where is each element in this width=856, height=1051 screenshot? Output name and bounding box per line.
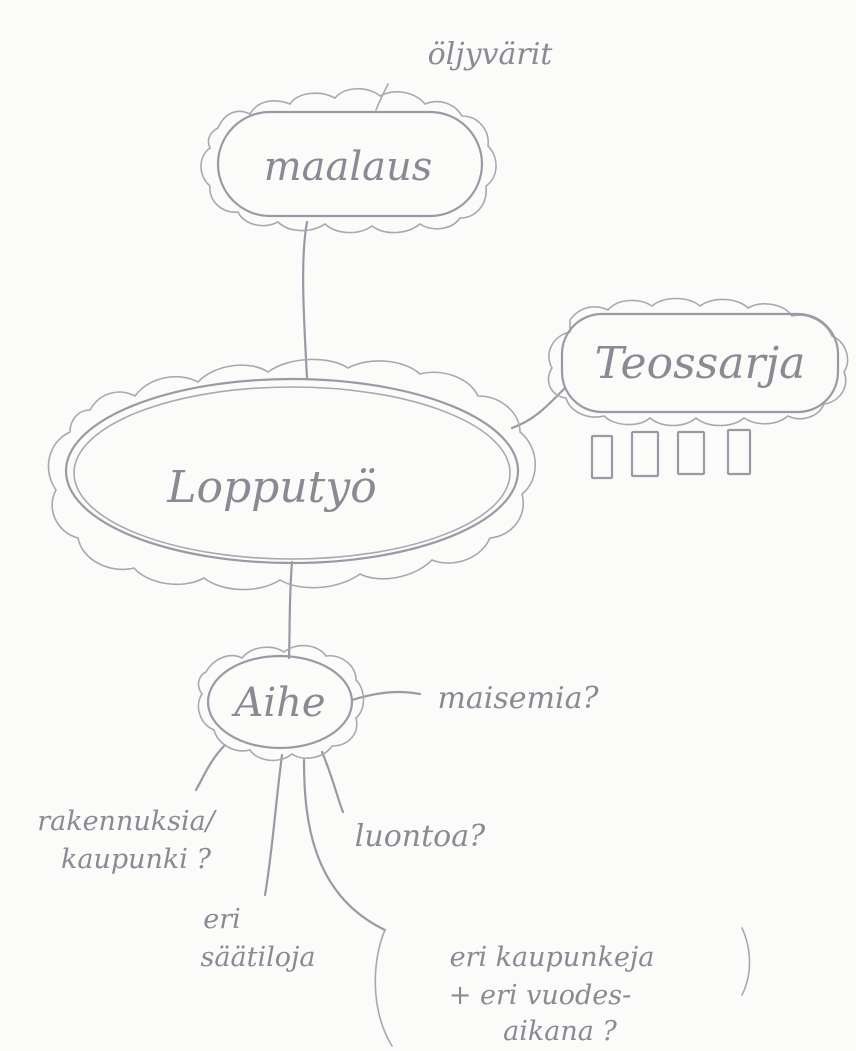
node-painting-box: [216, 110, 484, 218]
line-painting-to-oilcolors: [375, 83, 389, 111]
branch-cities-label-line3: aikana ?: [503, 1016, 617, 1047]
connector-lines: [194, 83, 567, 932]
node-center: Lopputyö: [47, 358, 536, 591]
node-cities: eri kaupunkeja + eri vuodes- aikana ?: [374, 927, 751, 1047]
branch-seasons-label-line1: eri: [203, 904, 241, 935]
node-center-label: Lopputyö: [166, 462, 376, 513]
node-painting: maalaus: [200, 87, 497, 234]
branch-nature-label: luontoa?: [355, 819, 486, 854]
node-center-ellipse-inner: [73, 386, 511, 560]
series-panels: [590, 428, 752, 480]
line-topic-to-nature: [320, 750, 345, 814]
branch-seasons-label-line2: säätiloja: [201, 942, 316, 973]
node-topic-ellipse: [206, 654, 354, 750]
node-topic-label: Aihe: [230, 680, 325, 726]
line-painting-to-center: [302, 220, 309, 380]
series-panel: [590, 434, 614, 480]
branch-buildings-label-line1: rakennuksia/: [37, 806, 217, 837]
line-center-to-series: [510, 386, 567, 430]
line-topic-to-landscapes: [350, 690, 422, 702]
node-center-scallop: [47, 358, 536, 591]
series-panel: [726, 428, 752, 476]
node-series: Teossarja: [547, 297, 849, 427]
branch-cities-label-line1: eri kaupunkeja: [450, 942, 655, 973]
node-painting-scallop: [200, 87, 497, 234]
node-painting-label: maalaus: [264, 144, 433, 190]
node-cities-outline: [374, 927, 751, 1047]
line-topic-to-cities: [302, 758, 387, 932]
branch-landscapes-label: maisemia?: [437, 681, 599, 716]
node-series-label: Teossarja: [595, 338, 806, 389]
node-topic-scallop: [197, 644, 365, 762]
branch-buildings-label-line2: kaupunki ?: [61, 844, 211, 875]
series-panel: [630, 430, 660, 478]
node-topic: Aihe: [197, 644, 365, 762]
series-panel: [676, 430, 706, 476]
line-center-to-topic: [287, 560, 294, 660]
node-series-box: [560, 312, 840, 414]
line-topic-to-seasons: [263, 753, 284, 897]
node-oilcolors-label: öljyvärit: [428, 37, 554, 72]
node-series-scallop: [547, 297, 849, 427]
line-topic-to-buildings: [194, 743, 227, 792]
branch-cities-label-line2: + eri vuodes-: [449, 980, 631, 1011]
node-center-ellipse: [64, 377, 520, 565]
